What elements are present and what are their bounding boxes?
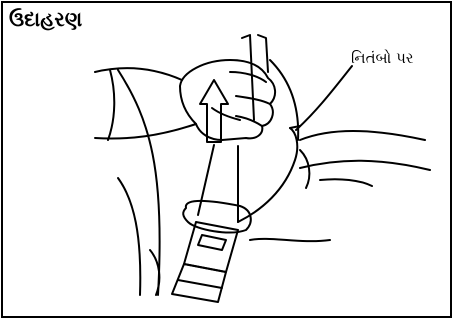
sleeve-fold — [108, 70, 114, 140]
cushion-line-5 — [250, 239, 330, 241]
buckle-latch-line — [178, 280, 222, 288]
callout-leader — [296, 66, 352, 130]
thumb-line — [212, 108, 240, 120]
arrow-up-icon — [200, 80, 228, 142]
cushion-line-2 — [300, 161, 430, 170]
hip-curve — [238, 128, 297, 222]
cushion-line-3 — [320, 179, 372, 186]
finger-line-3 — [236, 116, 262, 126]
arm-upper — [95, 68, 182, 80]
belt-shoulder-right-edge — [258, 35, 268, 72]
cushion-line-6 — [150, 250, 159, 295]
cushion-line-1 — [300, 131, 425, 140]
seat-back-edge — [118, 70, 160, 295]
belt-lap-left-edge — [198, 145, 214, 215]
finger-line-1 — [230, 72, 266, 82]
cushion-line-4 — [300, 150, 309, 188]
belt-shoulder-left-edge — [242, 35, 254, 120]
seat-back-edge-inner — [118, 178, 140, 295]
buckle-slot — [198, 235, 226, 250]
